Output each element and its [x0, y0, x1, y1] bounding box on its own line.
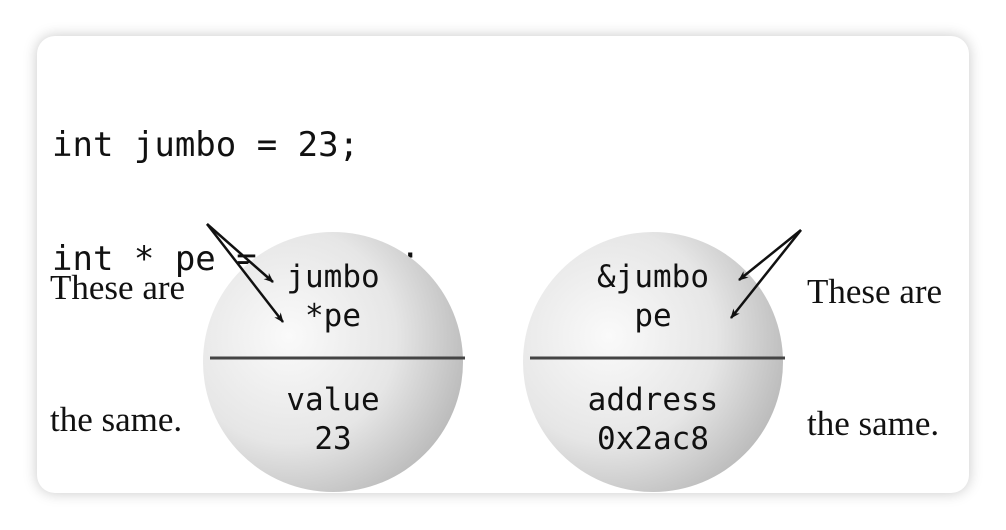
right-arrow-upper	[738, 229, 802, 281]
right-arrow-lower	[730, 229, 802, 319]
right-circle: &jumbo pe address 0x2ac8	[523, 232, 785, 492]
right-circle-label: address	[588, 382, 719, 418]
right-annotation: These are the same.	[807, 182, 942, 493]
pointer-diagram: jumbo *pe value 23 &jumbo pe address 0x2…	[203, 223, 802, 492]
left-circle-value: 23	[314, 421, 351, 457]
right-annotation-line-2: the same.	[807, 404, 940, 443]
left-circle-deref: *pe	[305, 298, 361, 334]
right-circle-pointer: pe	[634, 298, 671, 334]
left-circle-label: value	[286, 382, 379, 418]
right-circle-shape	[523, 232, 783, 492]
left-arrows	[206, 223, 284, 323]
left-annotation-line-2: the same.	[50, 400, 183, 439]
left-circle: jumbo *pe value 23	[203, 232, 465, 492]
diagram-card: int jumbo = 23; int * pe = &jumbo; jumbo…	[37, 36, 969, 493]
right-annotation-line-1: These are	[807, 272, 943, 311]
left-arrow-upper	[206, 223, 274, 283]
code-line-1: int jumbo = 23;	[52, 125, 360, 165]
right-arrows	[730, 229, 802, 319]
right-circle-value: 0x2ac8	[597, 421, 709, 457]
left-annotation-line-1: These are	[50, 268, 186, 307]
left-arrow-lower	[206, 223, 284, 323]
right-circle-address-of: &jumbo	[597, 259, 709, 295]
left-annotation: These are the same.	[50, 178, 185, 493]
left-circle-shape	[203, 232, 463, 492]
left-circle-name: jumbo	[286, 259, 379, 295]
